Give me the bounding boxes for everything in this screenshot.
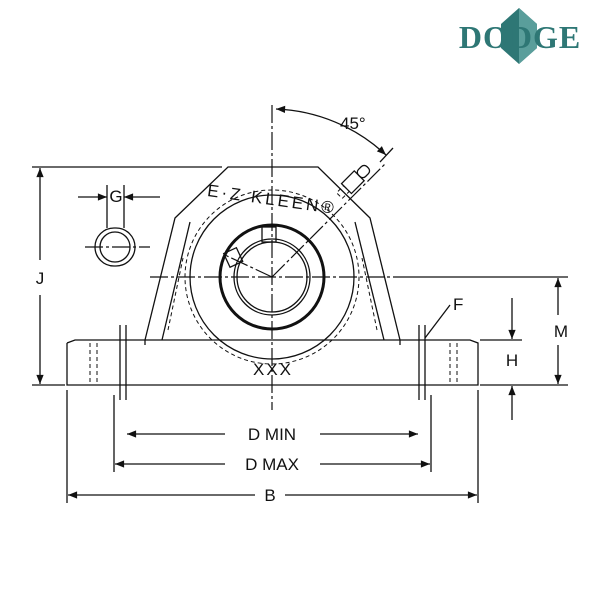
- m-dimension: M: [554, 277, 568, 385]
- d-min-dimension: D MIN: [127, 425, 419, 444]
- svg-text:J: J: [36, 269, 45, 288]
- svg-text:B: B: [264, 486, 275, 505]
- f-dimension: F: [424, 295, 463, 339]
- housing-body: [144, 166, 401, 341]
- dodge-logo: DODGE: [459, 8, 581, 64]
- svg-text:D MAX: D MAX: [245, 455, 299, 474]
- svg-text:D MIN: D MIN: [248, 425, 296, 444]
- grease-fitting-icon: [335, 164, 371, 200]
- svg-text:H: H: [506, 351, 518, 370]
- svg-text:M: M: [554, 322, 568, 341]
- b-dimension: B: [68, 486, 478, 505]
- marking-text: XXX: [253, 360, 293, 379]
- angle-dimension: 45°: [275, 105, 394, 163]
- logo-text: DODGE: [459, 19, 581, 55]
- svg-text:45°: 45°: [340, 114, 366, 133]
- j-dimension: J: [32, 166, 222, 386]
- svg-text:G: G: [109, 187, 122, 206]
- svg-text:F: F: [453, 295, 463, 314]
- g-dimension: G: [78, 185, 160, 267]
- d-max-dimension: D MAX: [115, 455, 431, 474]
- h-dimension: H: [506, 298, 518, 420]
